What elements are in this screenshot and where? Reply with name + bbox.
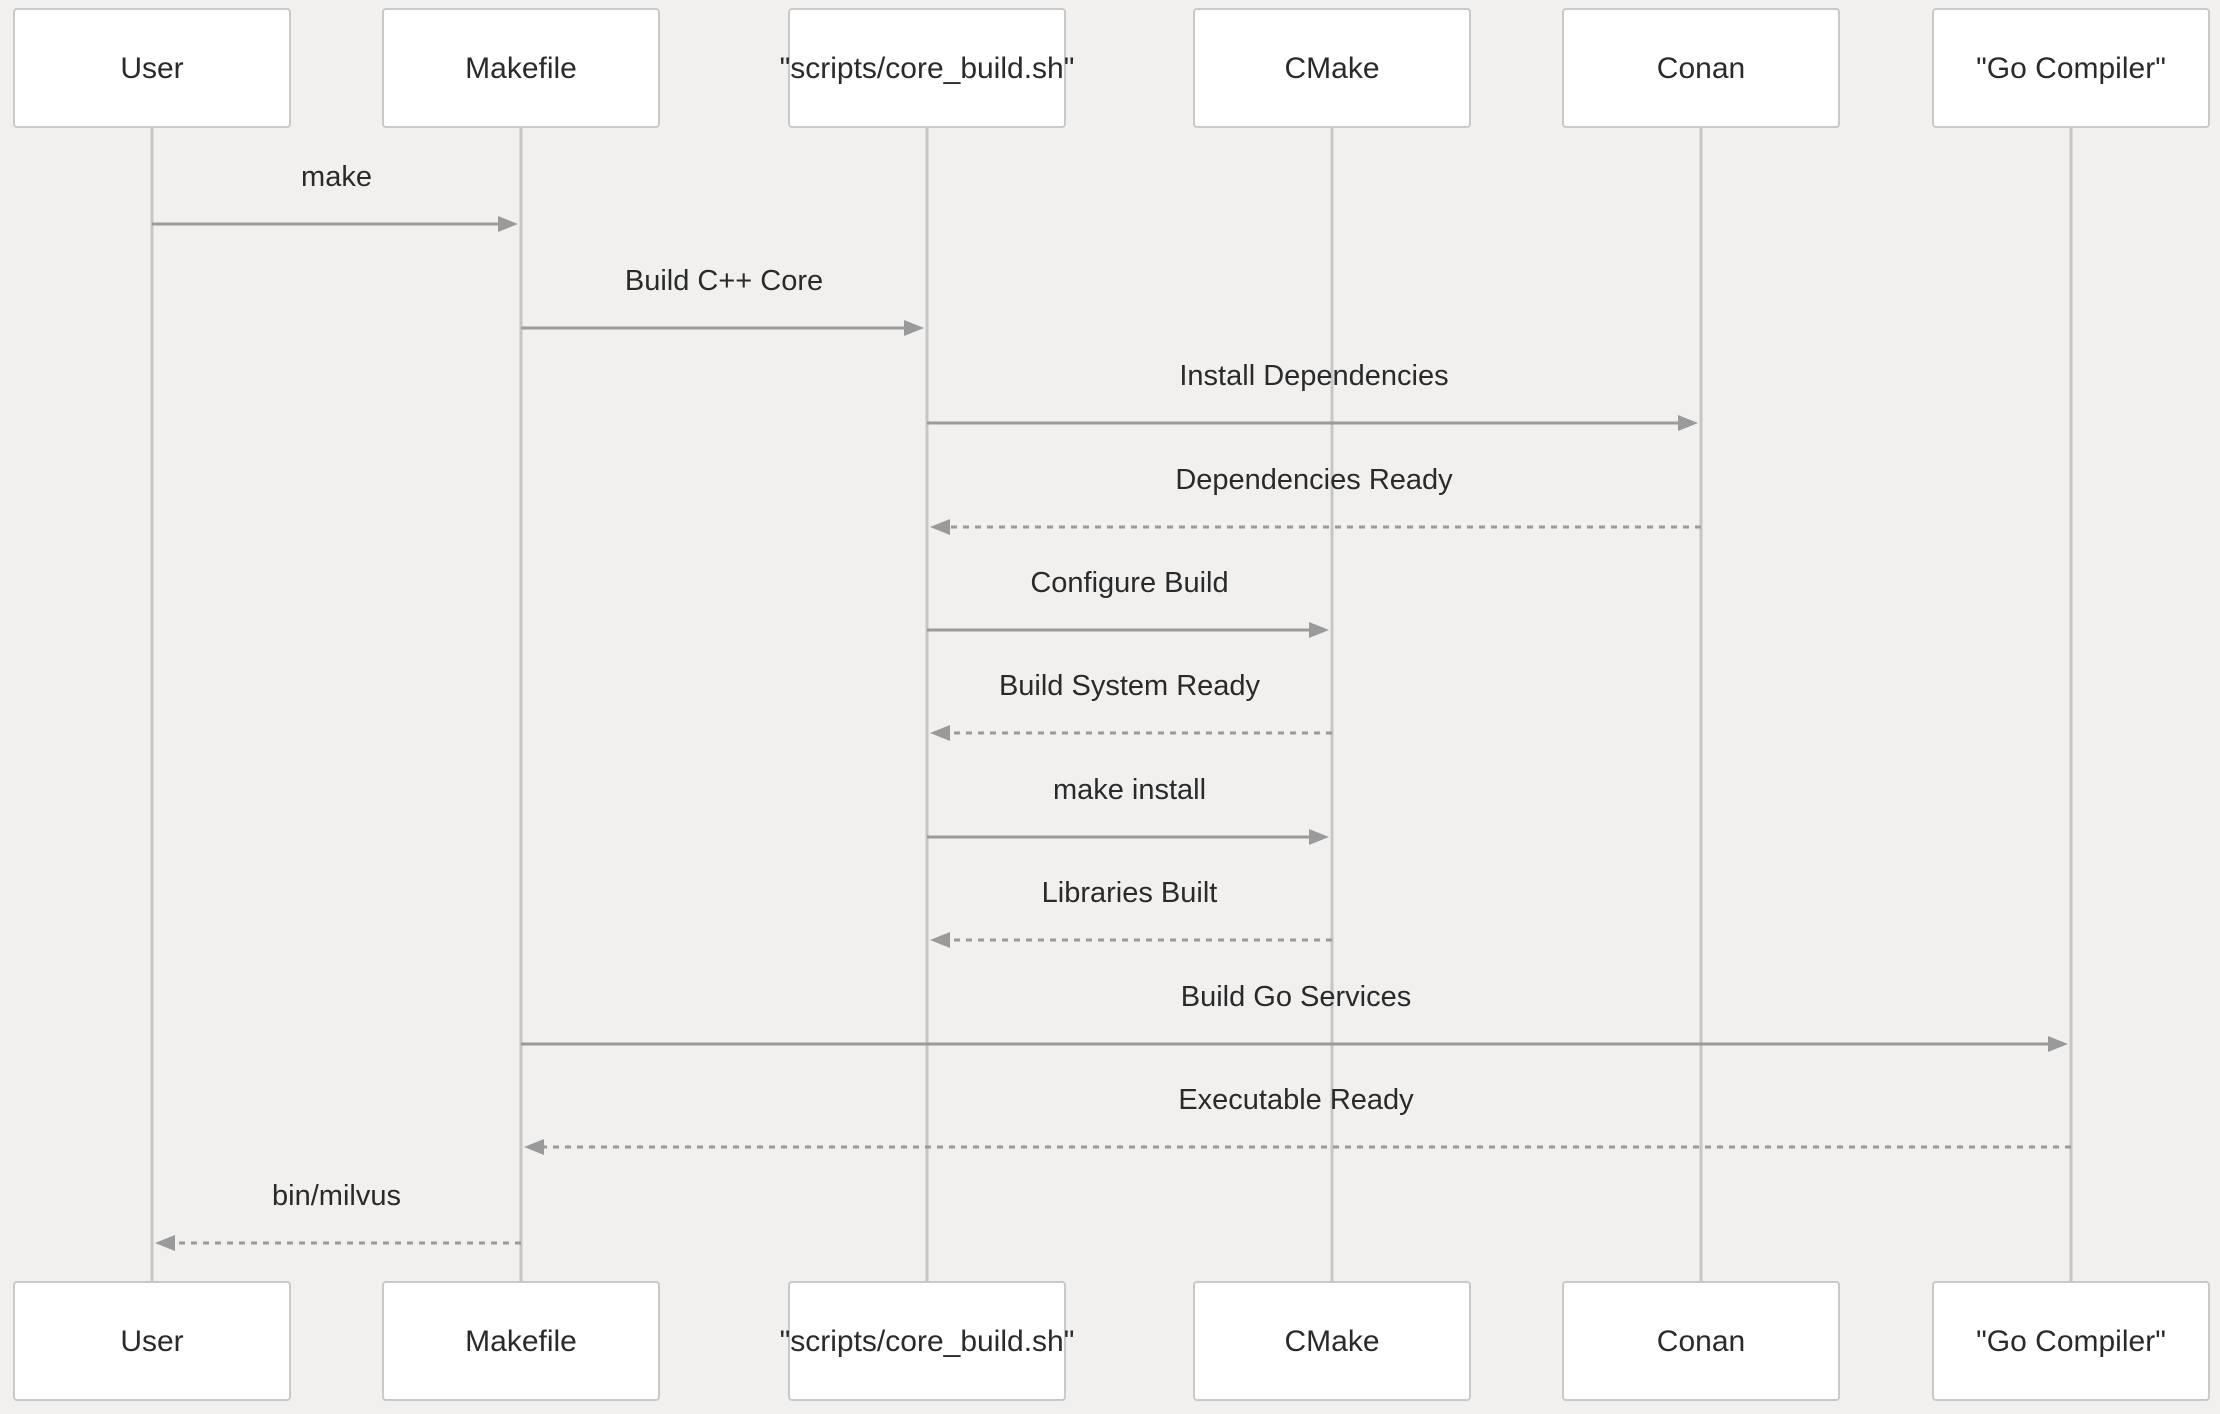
participant-top-core_build: "scripts/core_build.sh" [780, 8, 1075, 128]
arrowhead-icon [2048, 1036, 2068, 1052]
arrowhead-icon [155, 1235, 175, 1251]
participant-label: "scripts/core_build.sh" [780, 52, 1075, 85]
participant-label: Conan [1657, 1325, 1745, 1358]
participant-bottom-user: User [13, 1281, 291, 1401]
message-label: Build Go Services [1181, 981, 1412, 1013]
participant-bottom-conan: Conan [1562, 1281, 1840, 1401]
participant-top-user: User [13, 8, 291, 128]
participant-bottom-makefile: Makefile [382, 1281, 660, 1401]
participants-bottom: User Makefile "scripts/core_build.sh" CMake… [13, 1281, 2210, 1401]
message-makefile-to-go_compiler: Build Go Services [521, 981, 2068, 1052]
participant-box [788, 1281, 1066, 1401]
arrowhead-icon [498, 216, 518, 232]
participant-box [1193, 8, 1471, 128]
arrowhead-icon [930, 519, 950, 535]
message-label: Install Dependencies [1179, 360, 1448, 392]
message-go_compiler-to-makefile: Executable Ready [524, 1084, 2071, 1155]
arrowhead-icon [930, 725, 950, 741]
participants-top: User Makefile "scripts/core_build.sh" CMake… [13, 8, 2210, 128]
message-cmake-to-core_build: Build System Ready [930, 670, 1332, 741]
message-label: Build C++ Core [625, 265, 823, 297]
participant-label: "Go Compiler" [1976, 1325, 2166, 1358]
arrowhead-icon [524, 1139, 544, 1155]
participant-top-makefile: Makefile [382, 8, 660, 128]
participant-box [1193, 1281, 1471, 1401]
participant-label: Makefile [465, 52, 577, 85]
participant-box [382, 8, 660, 128]
participant-bottom-cmake: CMake [1193, 1281, 1471, 1401]
arrowhead-icon [904, 320, 924, 336]
participant-label: CMake [1284, 1325, 1379, 1358]
message-label: Dependencies Ready [1175, 464, 1453, 496]
arrowhead-icon [1678, 415, 1698, 431]
participant-label: Makefile [465, 1325, 577, 1358]
participant-label: "Go Compiler" [1976, 52, 2166, 85]
message-label: make install [1053, 774, 1206, 806]
participant-top-conan: Conan [1562, 8, 1840, 128]
message-makefile-to-core_build: Build C++ Core [521, 265, 924, 336]
participant-bottom-go_compiler: "Go Compiler" [1932, 1281, 2210, 1401]
arrowhead-icon [1309, 622, 1329, 638]
message-core_build-to-cmake: make install [927, 774, 1329, 845]
message-label: Configure Build [1030, 567, 1228, 599]
arrowhead-icon [930, 932, 950, 948]
message-core_build-to-cmake: Configure Build [927, 567, 1329, 638]
participant-box [13, 1281, 291, 1401]
participant-top-go_compiler: "Go Compiler" [1932, 8, 2210, 128]
message-cmake-to-core_build: Libraries Built [930, 877, 1332, 948]
participant-box [13, 8, 291, 128]
message-label: make [301, 161, 372, 193]
message-label: Executable Ready [1178, 1084, 1414, 1116]
participant-label: User [120, 52, 183, 85]
message-user-to-makefile: make [152, 161, 518, 232]
participant-top-cmake: CMake [1193, 8, 1471, 128]
arrowhead-icon [1309, 829, 1329, 845]
message-conan-to-core_build: Dependencies Ready [930, 464, 1701, 535]
participant-box [1562, 8, 1840, 128]
participant-label: CMake [1284, 52, 1379, 85]
message-label: Libraries Built [1042, 877, 1218, 909]
participant-label: User [120, 1325, 183, 1358]
message-label: Build System Ready [999, 670, 1261, 702]
message-makefile-to-user: bin/milvus [155, 1180, 521, 1251]
participant-box [1932, 1281, 2210, 1401]
participant-box [788, 8, 1066, 128]
participant-box [1562, 1281, 1840, 1401]
participant-bottom-core_build: "scripts/core_build.sh" [780, 1281, 1075, 1401]
message-core_build-to-conan: Install Dependencies [927, 360, 1698, 431]
participant-label: Conan [1657, 52, 1745, 85]
participant-box [382, 1281, 660, 1401]
participant-box [1932, 8, 2210, 128]
lifelines [150, 127, 2073, 1282]
participant-label: "scripts/core_build.sh" [780, 1325, 1075, 1358]
message-label: bin/milvus [272, 1180, 401, 1212]
